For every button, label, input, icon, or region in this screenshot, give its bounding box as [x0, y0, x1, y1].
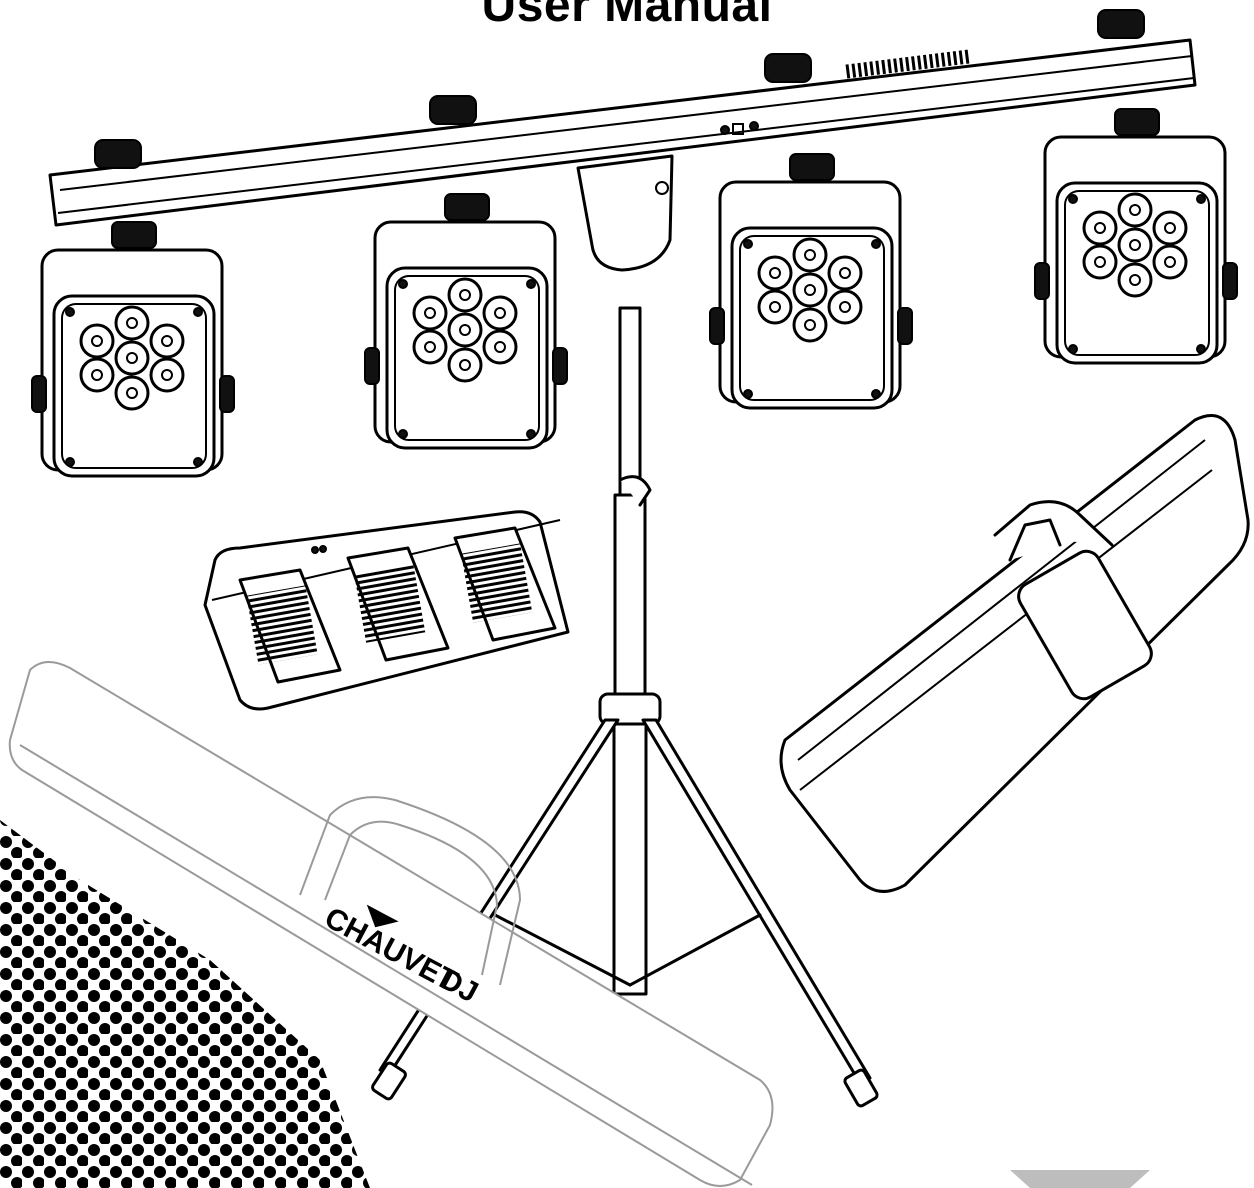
light-bar-fixture	[30, 9, 1239, 478]
footswitch-controller	[203, 510, 570, 711]
page-title: User Manual	[481, 0, 773, 32]
soft-carry-bag: CHAUVET DJ	[8, 661, 774, 1187]
hard-carry-case	[779, 414, 1250, 893]
halftone-dots-decoration	[0, 820, 1150, 1188]
